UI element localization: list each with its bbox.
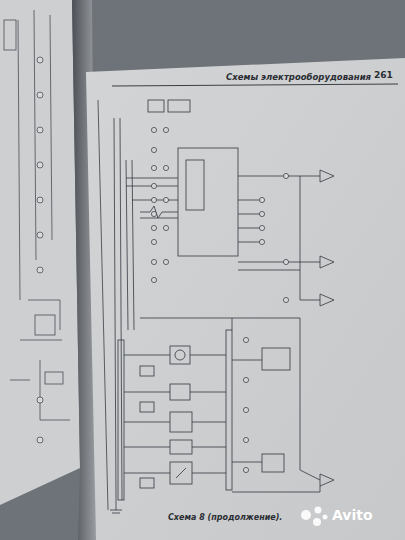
wiring-schematic [110,100,334,513]
page-heading: Схемы электрооборудования [226,72,371,82]
watermark: Avito [332,507,373,523]
frame-line [98,100,108,510]
right-page [86,58,405,540]
watermark-logo [301,507,328,527]
header-rule [112,84,398,86]
left-page-schematic [4,10,70,420]
figure-caption: Схема 8 (продолжение). [168,513,282,522]
page-number: 261 [374,70,393,80]
left-page [0,0,80,505]
connector-pins [151,127,288,472]
